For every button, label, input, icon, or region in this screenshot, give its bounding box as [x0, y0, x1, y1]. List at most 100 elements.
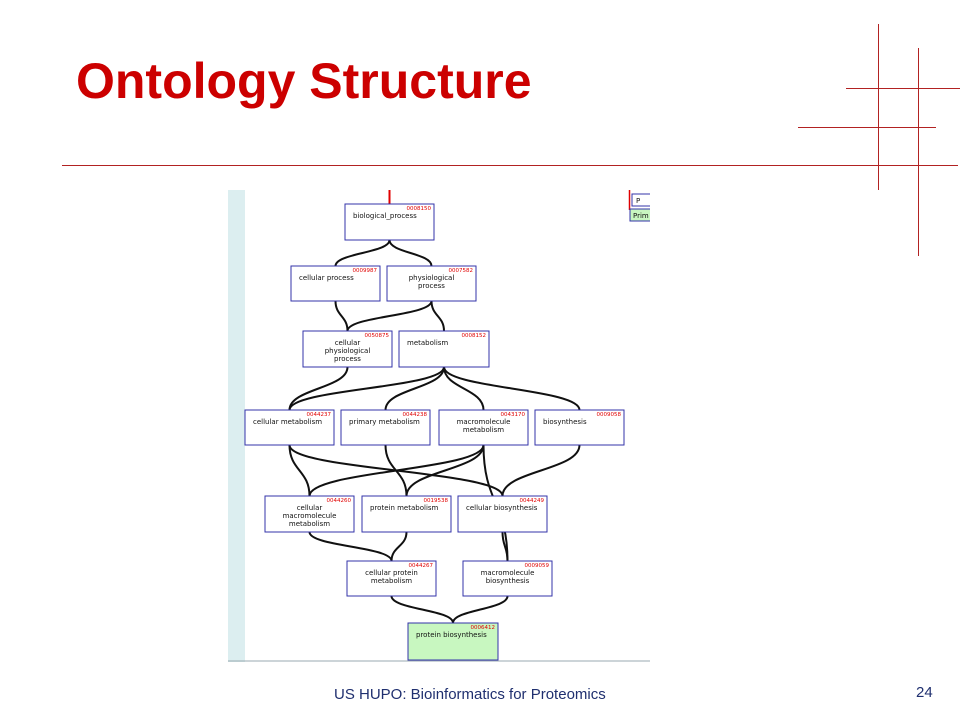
edges — [288, 239, 581, 624]
node-bp-label-0: biological_process — [353, 212, 417, 220]
node-pm-label-0: primary metabolism — [349, 418, 420, 426]
edge-pb-cpm — [390, 595, 454, 624]
node-bp-box — [344, 203, 435, 241]
legend-text-bottom: Prim — [633, 212, 649, 220]
node-met: 0008152 metabolism — [398, 330, 490, 368]
legend-box-top — [631, 193, 650, 207]
node-cpm-id: 0044267 — [409, 563, 434, 569]
node-bs-id: 0009058 — [597, 412, 622, 418]
node-cpp-id: 0050875 — [365, 333, 390, 339]
node-prm-label-0: protein metabolism — [370, 504, 439, 512]
node-cpm-label-0: cellular protein — [365, 569, 418, 577]
node-bs-box — [534, 409, 625, 446]
edge-cpm-prm — [390, 531, 408, 562]
edge-cpp-pp — [346, 300, 433, 332]
edge-met-pp — [430, 300, 445, 332]
node-cmm-label-1: macromolecule — [283, 512, 337, 520]
corner-line-h1 — [846, 88, 960, 89]
node-bs-label-0: biosynthesis — [543, 418, 587, 426]
node-pm-box — [340, 409, 431, 446]
node-pp-id: 0007582 — [449, 268, 474, 274]
node-pb-label-0: protein biosynthesis — [416, 631, 487, 639]
edge-pm-met — [384, 366, 445, 411]
node-met-label-0: metabolism — [407, 339, 448, 347]
edge-cpp-cp — [334, 300, 349, 332]
legend-text-top: P — [636, 197, 640, 205]
edge-cb-bs — [501, 444, 581, 497]
node-cb-box — [457, 495, 548, 533]
node-cpp-box — [302, 330, 393, 368]
title-underline — [62, 165, 958, 166]
ontology-graph: PPrim0008150biological_process0009987cel… — [228, 190, 650, 662]
node-pp-box — [386, 265, 477, 302]
edge-cb-cm — [288, 444, 504, 497]
diagram-sidebar — [228, 190, 245, 662]
node-cmm-id: 0044260 — [327, 498, 352, 504]
node-cpm-box — [346, 560, 437, 597]
node-met-id: 0008152 — [462, 333, 487, 339]
node-mm-id: 0043170 — [501, 412, 526, 418]
node-pp-label-1: process — [418, 282, 445, 290]
legend-box-bottom — [629, 208, 650, 222]
node-pb-id: 0006412 — [471, 625, 496, 631]
slide-footer: US HUPO: Bioinformatics for Proteomics — [334, 686, 606, 703]
node-cmm-label-0: cellular — [297, 504, 323, 512]
node-mm-label-1: metabolism — [463, 426, 504, 434]
edge-mm-met — [443, 366, 485, 411]
node-mb-id: 0009059 — [525, 563, 550, 569]
edge-cmm-cm — [288, 444, 311, 497]
node-prm-box — [361, 495, 452, 533]
node-cp-id: 0009987 — [353, 268, 378, 274]
node-prm-id: 0019538 — [424, 498, 449, 504]
node-bs: 0009058 biosynthesis — [534, 409, 625, 446]
node-cmm-label-2: metabolism — [289, 520, 330, 528]
node-cm-id: 0044237 — [307, 412, 332, 418]
node-cp-label-0: cellular process — [299, 274, 354, 282]
node-pb-box — [407, 622, 499, 661]
node-cp-box — [290, 265, 381, 302]
node-met-box — [398, 330, 490, 368]
corner-line-h2 — [798, 127, 936, 128]
edge-cp-bp — [334, 239, 391, 267]
edge-pb-mb — [452, 595, 509, 624]
legend-partial: P Prim — [628, 190, 650, 222]
node-mb-label-0: macromolecule — [481, 569, 535, 577]
nodes: 0008150biological_process0009987cellular… — [244, 203, 625, 661]
node-mm-label-0: macromolecule — [457, 418, 511, 426]
edge-bs-met — [443, 366, 581, 411]
edge-pp-bp — [388, 239, 433, 267]
node-cpp-label-1: physiological — [325, 347, 371, 355]
node-pm-id: 0044238 — [403, 412, 428, 418]
node-cm-label-0: cellular metabolism — [253, 418, 322, 426]
edge-prm-mm — [405, 444, 485, 497]
corner-line-v1 — [878, 24, 879, 190]
edge-cm-cpp — [288, 366, 349, 411]
node-mb-box — [462, 560, 553, 597]
node-mb-label-1: biosynthesis — [486, 577, 530, 585]
node-bp-id: 0008150 — [407, 206, 432, 212]
page-number: 24 — [916, 684, 933, 701]
edge-cm-met — [288, 366, 445, 411]
node-mm-box — [438, 409, 529, 446]
node-cm-box — [244, 409, 335, 446]
corner-line-v2 — [918, 48, 919, 256]
node-cpm-label-1: metabolism — [371, 577, 412, 585]
node-cpp-label-2: process — [334, 355, 361, 363]
edge-cpm-cmm — [308, 531, 393, 562]
node-cmm-box — [264, 495, 355, 533]
slide-title: Ontology Structure — [76, 53, 532, 109]
node-cb-id: 0044249 — [520, 498, 545, 504]
